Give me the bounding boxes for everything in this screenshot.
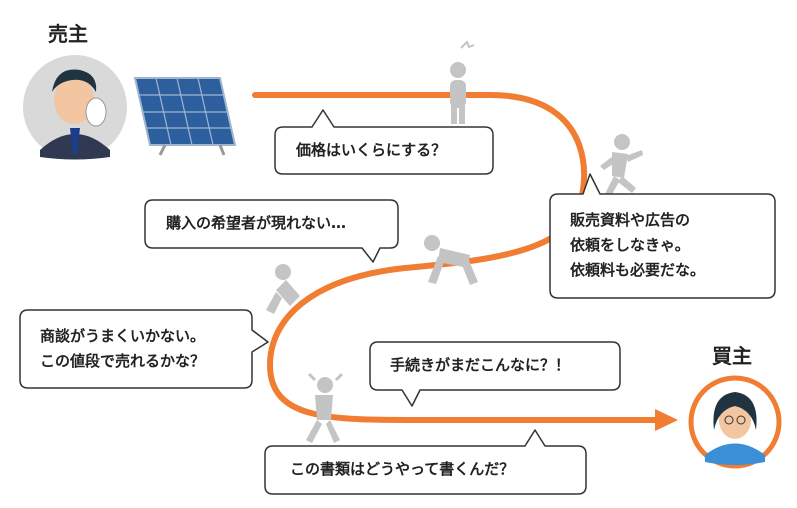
bubble-text-documents: この書類はどうやって書くんだ？ — [290, 457, 514, 482]
bubble-text-no-buyers: 購入の希望者が現れない… — [166, 211, 346, 236]
buyer-label: 買主 — [712, 340, 752, 369]
bubble-text-procedures: 手続きがまだこんなに？！ — [390, 353, 570, 378]
arrow-head-icon — [655, 409, 678, 431]
solar-panel-icon — [135, 78, 235, 155]
seller-avatar — [23, 55, 127, 160]
buyer-avatar — [691, 378, 779, 466]
bubble-text-materials: 販売資料や広告の 依頼をしなきゃ。 依頼料も必要だな。 — [570, 208, 705, 283]
frustrated-person-icon — [306, 374, 342, 443]
worried-person-icon — [450, 42, 474, 124]
seller-label: 売主 — [48, 18, 88, 47]
running-person-icon — [600, 134, 643, 198]
bubble-text-negotiation: 商談がうまくいかない。 この値段で売れるかな？ — [40, 324, 205, 374]
bubble-text-price: 価格はいくらにする？ — [296, 138, 446, 163]
